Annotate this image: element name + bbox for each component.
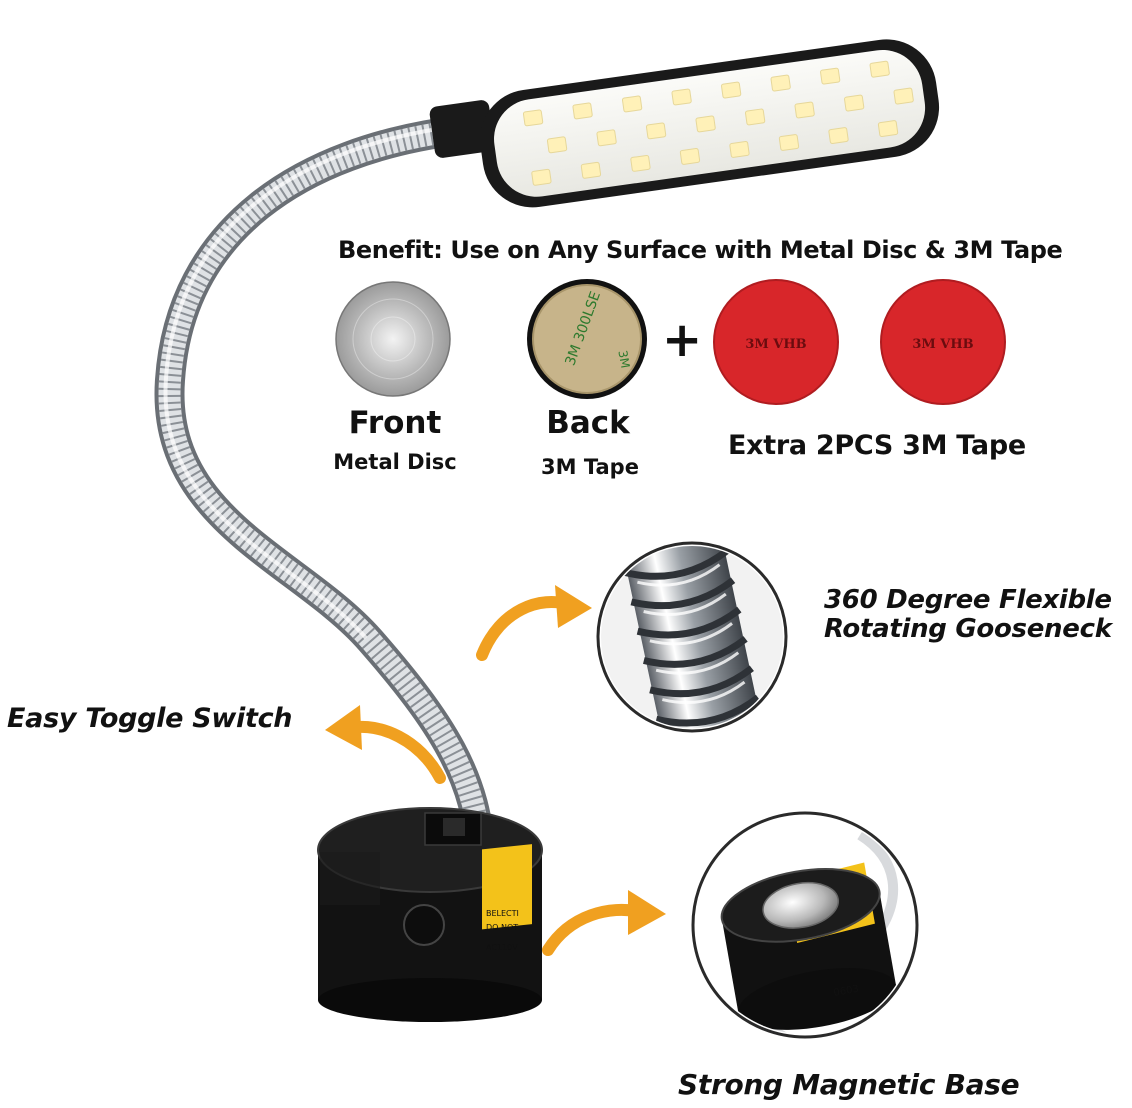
arrow-to-toggle (325, 705, 446, 784)
back-subtitle: 3M Tape (541, 455, 639, 479)
back-title: Back (546, 405, 630, 441)
gooseneck-callout-line1: 360 Degree Flexible (824, 585, 1112, 615)
lamp-head (429, 39, 940, 208)
front-subtitle: Metal Disc (333, 450, 457, 474)
benefit-heading: Benefit: Use on Any Surface with Metal D… (338, 236, 1063, 264)
extra-tape-label: Extra 2PCS 3M Tape (728, 430, 1026, 461)
svg-text:3M: 3M (615, 349, 632, 369)
arrow-to-gooseneck (476, 585, 592, 661)
svg-text:3M VHB: 3M VHB (745, 337, 806, 352)
svg-text:BELECTI: BELECTI (486, 909, 519, 918)
svg-text:AC110V: AC110V (486, 943, 518, 952)
metal-disc (335, 281, 451, 397)
vhb-tape-1: 3M VHB (713, 279, 839, 405)
svg-text:3M VHB: 3M VHB (912, 337, 973, 352)
toggle-callout: Easy Toggle Switch (7, 703, 293, 734)
arrow-to-magnetic-base (542, 890, 666, 956)
vhb-tape-2: 3M VHB (880, 279, 1006, 405)
svg-text:0603: 0603 (833, 984, 860, 999)
svg-text:DO NOT: DO NOT (486, 923, 518, 932)
lamp-base: BELECTI DO NOT AC110V (317, 807, 543, 1022)
gooseneck-zoom (596, 541, 788, 733)
magnetic-base-zoom: 0603 (691, 811, 919, 1039)
gooseneck-callout-line2: Rotating Gooseneck (824, 614, 1112, 644)
magnet-callout: Strong Magnetic Base (678, 1068, 1020, 1101)
plus-sign: + (662, 312, 703, 368)
tape-back-disc: 3M 300LSE 3M (527, 279, 647, 399)
front-title: Front (348, 405, 442, 441)
